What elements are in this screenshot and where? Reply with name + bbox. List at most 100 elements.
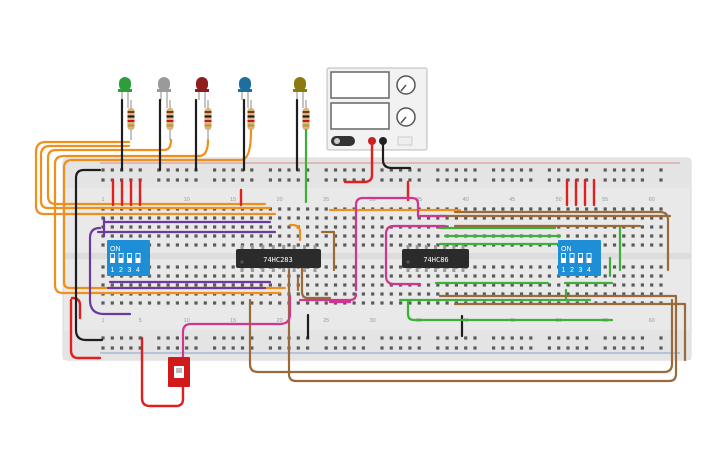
breadboard-hole[interactable] — [612, 274, 617, 278]
breadboard-hole[interactable] — [640, 234, 644, 238]
breadboard-hole[interactable] — [333, 274, 338, 278]
breadboard-hole[interactable] — [296, 216, 300, 220]
breadboard-hole[interactable] — [203, 234, 207, 238]
led-red[interactable] — [196, 77, 208, 91]
rail-hole[interactable] — [222, 346, 226, 350]
breadboard-hole[interactable] — [175, 225, 179, 229]
breadboard-hole[interactable] — [213, 301, 217, 305]
breadboard-hole[interactable] — [194, 274, 198, 278]
rail-hole[interactable] — [120, 336, 124, 340]
breadboard-hole[interactable] — [315, 292, 319, 296]
breadboard-hole[interactable] — [240, 301, 245, 305]
breadboard-hole[interactable] — [101, 283, 105, 287]
rail-hole[interactable] — [240, 346, 245, 350]
power-supply[interactable] — [326, 67, 428, 151]
breadboard-hole[interactable] — [287, 225, 291, 229]
breadboard-hole[interactable] — [510, 265, 514, 269]
breadboard-hole[interactable] — [380, 234, 384, 238]
breadboard-hole[interactable] — [622, 243, 626, 247]
led-olive[interactable] — [294, 77, 306, 91]
breadboard-hole[interactable] — [631, 234, 635, 238]
rail-hole[interactable] — [333, 346, 338, 350]
breadboard-hole[interactable] — [557, 283, 561, 287]
breadboard-hole[interactable] — [464, 274, 468, 278]
breadboard-hole[interactable] — [650, 265, 654, 269]
rail-hole[interactable] — [399, 336, 403, 340]
breadboard-hole[interactable] — [175, 216, 179, 220]
led-blue[interactable] — [239, 77, 251, 91]
breadboard-hole[interactable] — [464, 283, 468, 287]
rail-hole[interactable] — [501, 168, 505, 172]
breadboard-hole[interactable] — [519, 216, 524, 220]
breadboard-hole[interactable] — [250, 234, 254, 238]
breadboard-hole[interactable] — [622, 265, 626, 269]
breadboard-hole[interactable] — [138, 225, 142, 229]
breadboard-hole[interactable] — [250, 274, 254, 278]
breadboard-hole[interactable] — [296, 243, 300, 247]
breadboard-hole[interactable] — [268, 301, 272, 305]
breadboard-hole[interactable] — [371, 301, 375, 305]
breadboard-hole[interactable] — [157, 216, 161, 220]
breadboard-hole[interactable] — [566, 216, 570, 220]
rail-hole[interactable] — [175, 336, 179, 340]
rail-hole[interactable] — [389, 168, 393, 172]
led-red-assembly[interactable] — [195, 77, 212, 140]
rail-hole[interactable] — [296, 178, 300, 182]
breadboard-hole[interactable] — [352, 292, 356, 296]
breadboard-hole[interactable] — [659, 243, 663, 247]
breadboard-hole[interactable] — [482, 207, 486, 211]
breadboard-hole[interactable] — [352, 225, 356, 229]
rail-hole[interactable] — [547, 336, 551, 340]
breadboard-hole[interactable] — [250, 301, 254, 305]
rail-hole[interactable] — [240, 168, 245, 172]
breadboard-hole[interactable] — [147, 234, 152, 238]
breadboard-hole[interactable] — [659, 216, 663, 220]
breadboard-hole[interactable] — [343, 292, 347, 296]
breadboard-hole[interactable] — [473, 207, 477, 211]
breadboard-hole[interactable] — [194, 265, 198, 269]
breadboard-hole[interactable] — [185, 225, 189, 229]
breadboard-hole[interactable] — [510, 216, 514, 220]
rail-hole[interactable] — [640, 178, 644, 182]
breadboard-hole[interactable] — [185, 234, 189, 238]
rail-hole[interactable] — [278, 346, 282, 350]
breadboard-hole[interactable] — [380, 243, 384, 247]
breadboard-hole[interactable] — [333, 216, 338, 220]
rail-hole[interactable] — [213, 346, 217, 350]
rail-hole[interactable] — [166, 336, 170, 340]
breadboard-hole[interactable] — [110, 283, 114, 287]
breadboard-hole[interactable] — [492, 216, 496, 220]
breadboard-hole[interactable] — [659, 274, 663, 278]
breadboard-hole[interactable] — [222, 301, 226, 305]
breadboard-hole[interactable] — [650, 243, 654, 247]
breadboard-hole[interactable] — [575, 207, 579, 211]
rail-hole[interactable] — [519, 346, 524, 350]
breadboard-hole[interactable] — [157, 274, 161, 278]
breadboard-hole[interactable] — [603, 274, 607, 278]
led-gray[interactable] — [158, 77, 170, 91]
breadboard-hole[interactable] — [110, 301, 114, 305]
rail-hole[interactable] — [194, 336, 198, 340]
breadboard-hole[interactable] — [547, 274, 551, 278]
rail-hole[interactable] — [501, 346, 505, 350]
breadboard-hole[interactable] — [231, 216, 235, 220]
breadboard-hole[interactable] — [101, 265, 105, 269]
rail-hole[interactable] — [631, 178, 635, 182]
breadboard-hole[interactable] — [306, 216, 310, 220]
breadboard-hole[interactable] — [138, 283, 142, 287]
breadboard-hole[interactable] — [315, 274, 319, 278]
rail-hole[interactable] — [101, 178, 105, 182]
rail-hole[interactable] — [194, 178, 198, 182]
breadboard-hole[interactable] — [519, 207, 524, 211]
breadboard-hole[interactable] — [650, 274, 654, 278]
breadboard-hole[interactable] — [566, 234, 570, 238]
breadboard-hole[interactable] — [408, 301, 412, 305]
breadboard-hole[interactable] — [324, 216, 328, 220]
breadboard-hole[interactable] — [138, 301, 142, 305]
rail-hole[interactable] — [185, 168, 189, 172]
rail-hole[interactable] — [389, 346, 393, 350]
breadboard-hole[interactable] — [352, 216, 356, 220]
rail-hole[interactable] — [510, 168, 514, 172]
rail-hole[interactable] — [278, 168, 282, 172]
breadboard-hole[interactable] — [566, 207, 570, 211]
